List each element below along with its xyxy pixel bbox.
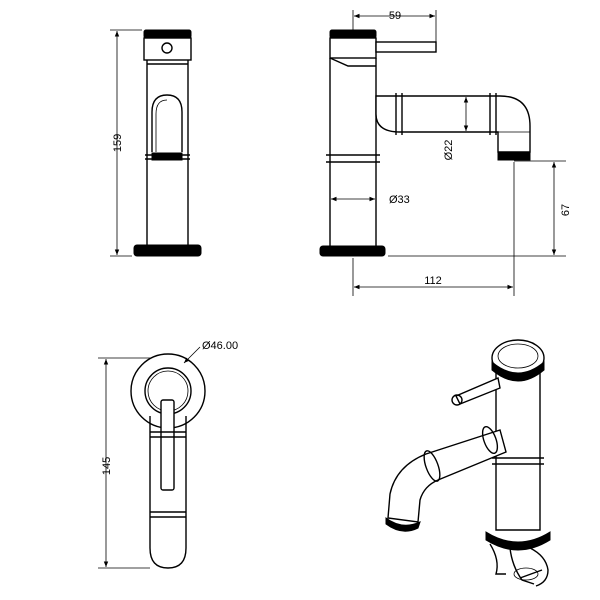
- side-view: 59 Ø22 Ø33 67 112: [319, 10, 572, 296]
- side-spout: [375, 93, 531, 161]
- height-dimension-label: 159: [112, 134, 124, 152]
- plan-length-label: 145: [101, 457, 113, 475]
- spout-diameter-label: Ø22: [443, 140, 455, 161]
- isometric-view: [385, 339, 551, 587]
- side-base: [319, 245, 386, 257]
- outlet-height-label: 67: [560, 204, 572, 216]
- front-top-cap: [143, 29, 192, 39]
- front-cap-body: [143, 37, 192, 61]
- side-outlet-band: [497, 151, 531, 161]
- body-diameter-label: Ø33: [389, 194, 410, 206]
- projection-dimension-label: 112: [424, 275, 442, 287]
- plan-spout: [149, 416, 187, 569]
- plan-handle: [160, 399, 175, 491]
- iso-base: [485, 531, 551, 551]
- side-lever: [375, 41, 437, 53]
- front-view: 159: [110, 29, 202, 257]
- front-spout-band: [151, 152, 183, 161]
- plan-view: 145 Ø46.00: [98, 340, 238, 569]
- front-base: [133, 244, 202, 257]
- front-handle-hole: [161, 42, 173, 54]
- reach-dimension-label: 59: [389, 10, 401, 22]
- front-spout: [151, 94, 183, 152]
- iso-spout: [387, 429, 507, 523]
- base-diameter-label: Ø46.00: [202, 340, 238, 352]
- base-diameter-leader: [183, 346, 201, 364]
